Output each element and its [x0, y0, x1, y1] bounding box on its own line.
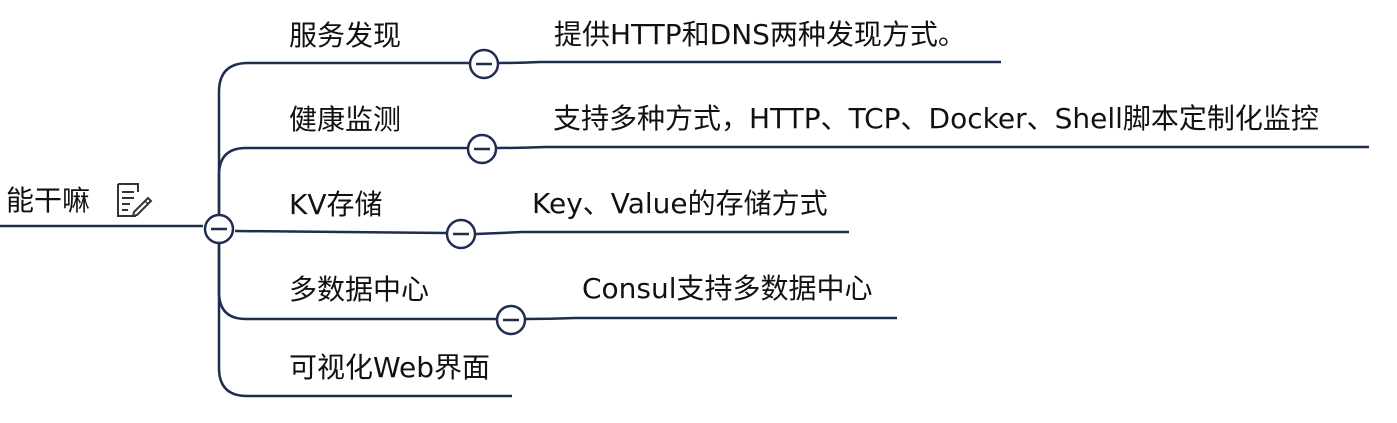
branch-1-collapse-button[interactable] [468, 48, 500, 80]
branch-2-collapse-button[interactable] [466, 133, 498, 165]
branch-label-kv-store[interactable]: KV存储 [289, 188, 383, 221]
connector-branch-5 [217, 229, 512, 398]
branch-label-multi-datacenter[interactable]: 多数据中心 [289, 273, 430, 306]
branch-label-service-discovery[interactable]: 服务发现 [289, 19, 402, 52]
branch-label-web-ui[interactable]: 可视化Web界面 [289, 351, 491, 384]
root-label[interactable]: 能干嘛 [6, 184, 91, 217]
note-edit-icon[interactable] [117, 183, 153, 218]
connector-branch-1 [217, 61, 470, 229]
detail-underline-4 [524, 316, 897, 321]
detail-label-service-discovery[interactable]: 提供HTTP和DNS两种发现方式。 [554, 18, 966, 51]
connector-branch-3 [234, 229, 447, 235]
branch-label-health-check[interactable]: 健康监测 [289, 103, 402, 136]
detail-underline-1 [497, 60, 1001, 65]
root-collapse-button[interactable] [203, 213, 235, 245]
detail-underline-3 [475, 230, 849, 236]
detail-label-kv-store[interactable]: Key、Value的存储方式 [532, 187, 828, 220]
detail-label-multi-datacenter[interactable]: Consul支持多数据中心 [582, 272, 873, 305]
detail-underline-2 [495, 145, 1369, 150]
branch-4-collapse-button[interactable] [495, 304, 527, 336]
connector-branch-2 [217, 146, 468, 229]
branch-3-collapse-button[interactable] [445, 218, 477, 250]
detail-label-health-check[interactable]: 支持多种方式，HTTP、TCP、Docker、Shell脚本定制化监控 [553, 102, 1319, 135]
